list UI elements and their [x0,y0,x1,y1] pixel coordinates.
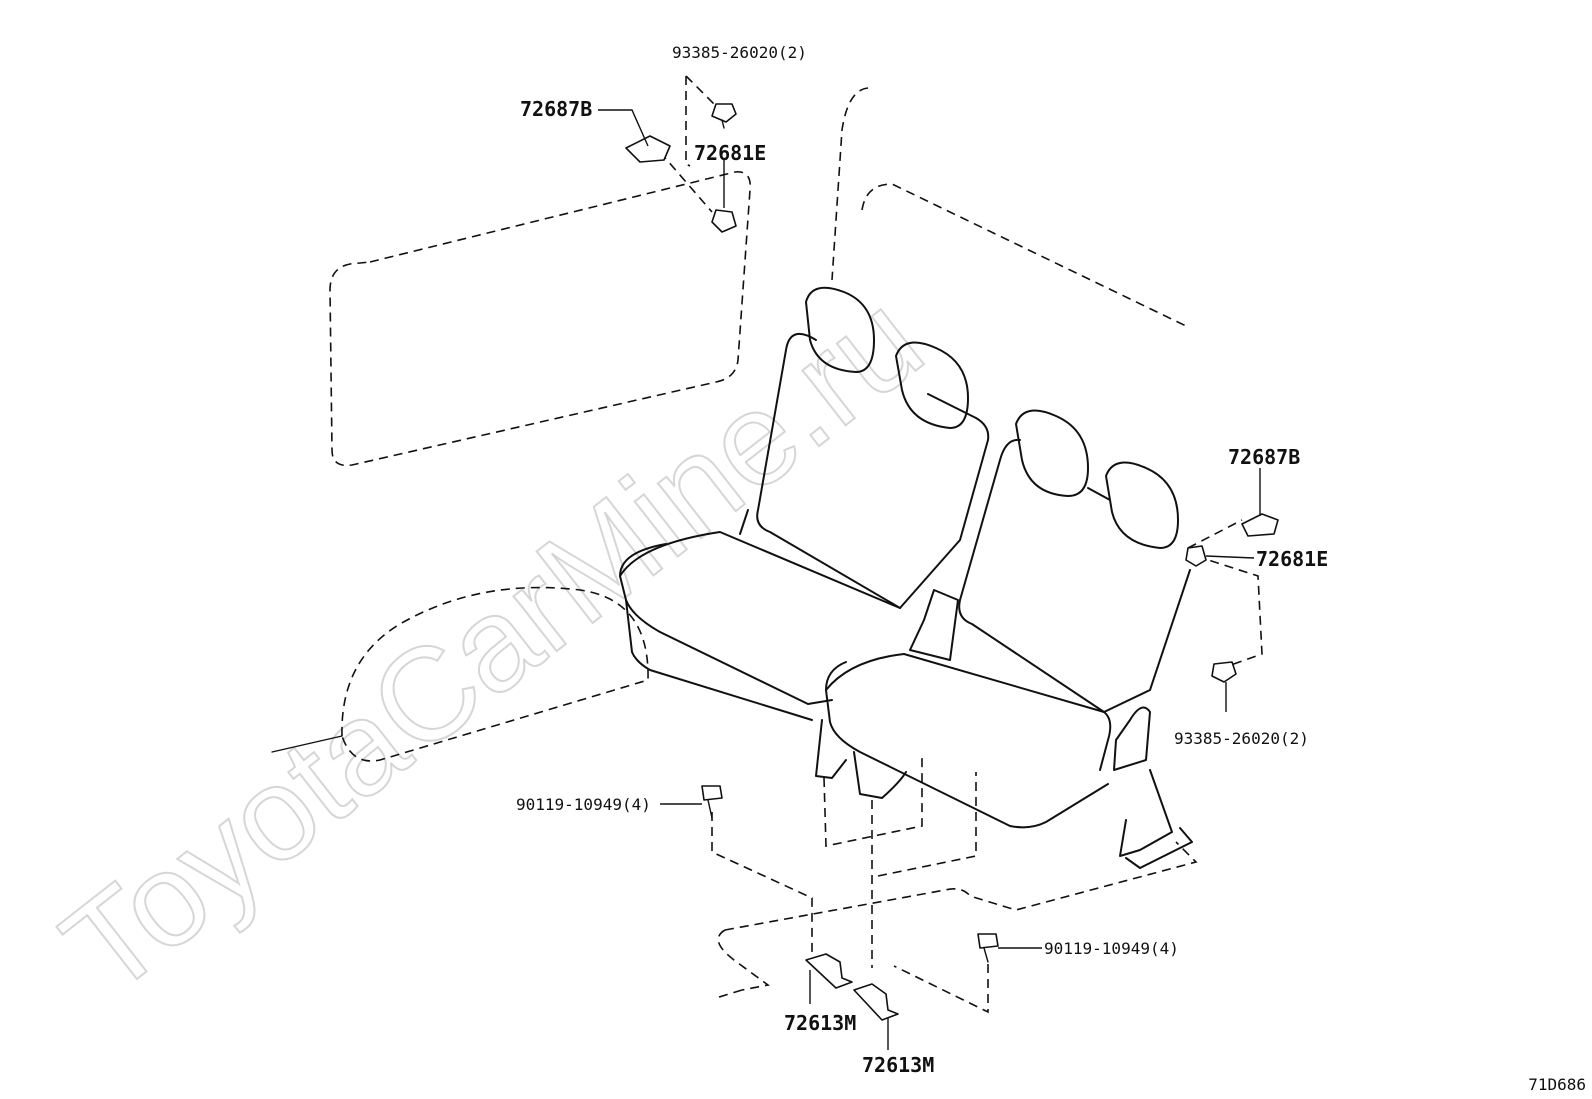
label-bolt-top: 93385-26020(2) [672,43,807,62]
floor-bracket-72613M-b [853,983,899,1021]
label-clip-top: 72681E [694,141,766,165]
label-bracket-right: 72687B [1228,445,1300,469]
bolt-93385-right [1211,661,1237,683]
watermark-text: ToyotaCarMine.ru [37,265,948,1022]
label-bolt-left-floor: 90119-10949(4) [516,795,651,814]
label-clip-right: 72681E [1256,547,1328,571]
label-bolt-right-floor: 90119-10949(4) [1044,939,1179,958]
floor-bracket-72613M-a [805,953,853,989]
assembly-leaders [659,75,1263,1014]
clip-72681E-top [711,209,737,233]
seat-right [815,409,1193,869]
label-floor-bracket-b: 72613M [862,1053,934,1077]
clip-72681E-right [1185,545,1207,567]
body-outline [271,87,1198,999]
label-bracket-top: 72687B [520,97,592,121]
bracket-72687B-top [625,135,671,163]
diagram-code: 71D686 [1528,1075,1586,1094]
label-floor-bracket-a: 72613M [784,1011,856,1035]
bolt-93385-top [711,103,737,129]
bracket-72687B-right [1241,513,1279,537]
label-bolt-right: 93385-26020(2) [1174,729,1309,748]
bolt-90119-left [701,785,723,819]
seat-left [619,286,990,721]
label-leaders [598,109,1261,1050]
bolt-90119-right [977,933,999,963]
